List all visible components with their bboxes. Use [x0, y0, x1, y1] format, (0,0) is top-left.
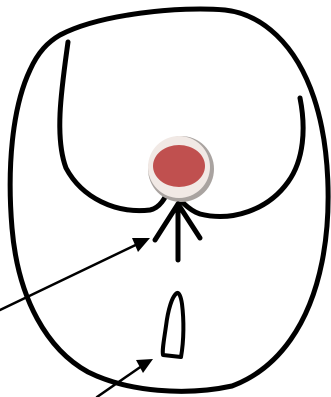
red-disc — [148, 136, 214, 202]
red-circular-disc — [153, 145, 205, 187]
